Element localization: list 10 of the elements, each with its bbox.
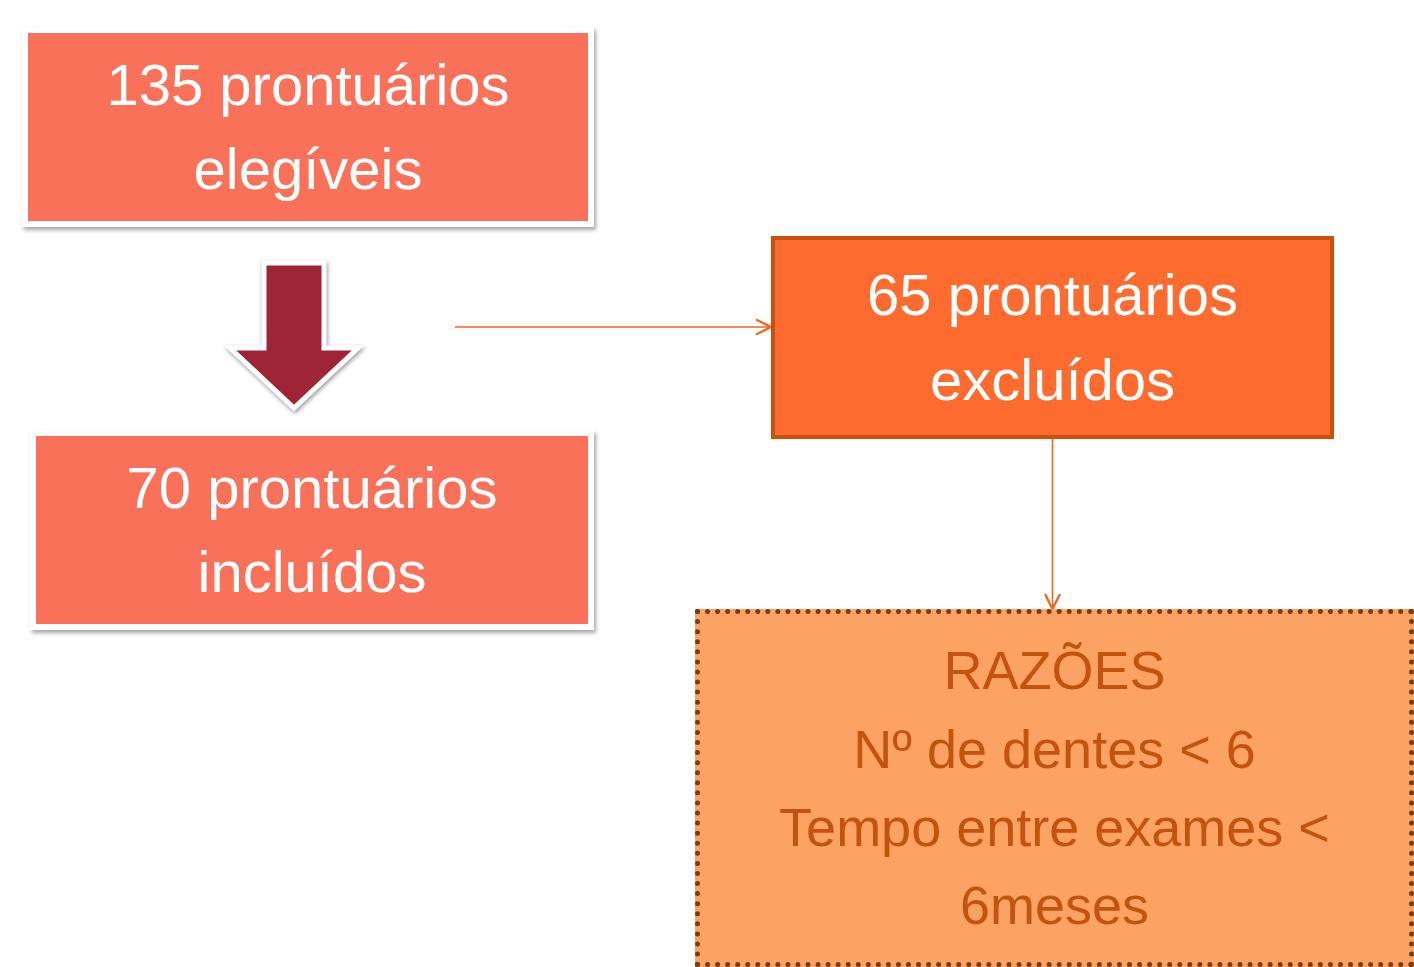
arrow <box>1043 438 1062 611</box>
reason-text: Tempo entre exames < 6meses <box>778 796 1331 938</box>
box-label: 135 prontuários elegíveis <box>105 50 511 203</box>
arrow <box>454 318 773 336</box>
box-label: 65 prontuários excluídos <box>866 261 1239 414</box>
reason-text: Nº de dentes < 6 <box>853 717 1256 781</box>
process-box <box>771 236 1334 439</box>
heading: RAZÕES <box>943 639 1166 703</box>
note-box <box>695 609 1414 967</box>
box-label: 70 prontuários incluídos <box>125 453 499 606</box>
